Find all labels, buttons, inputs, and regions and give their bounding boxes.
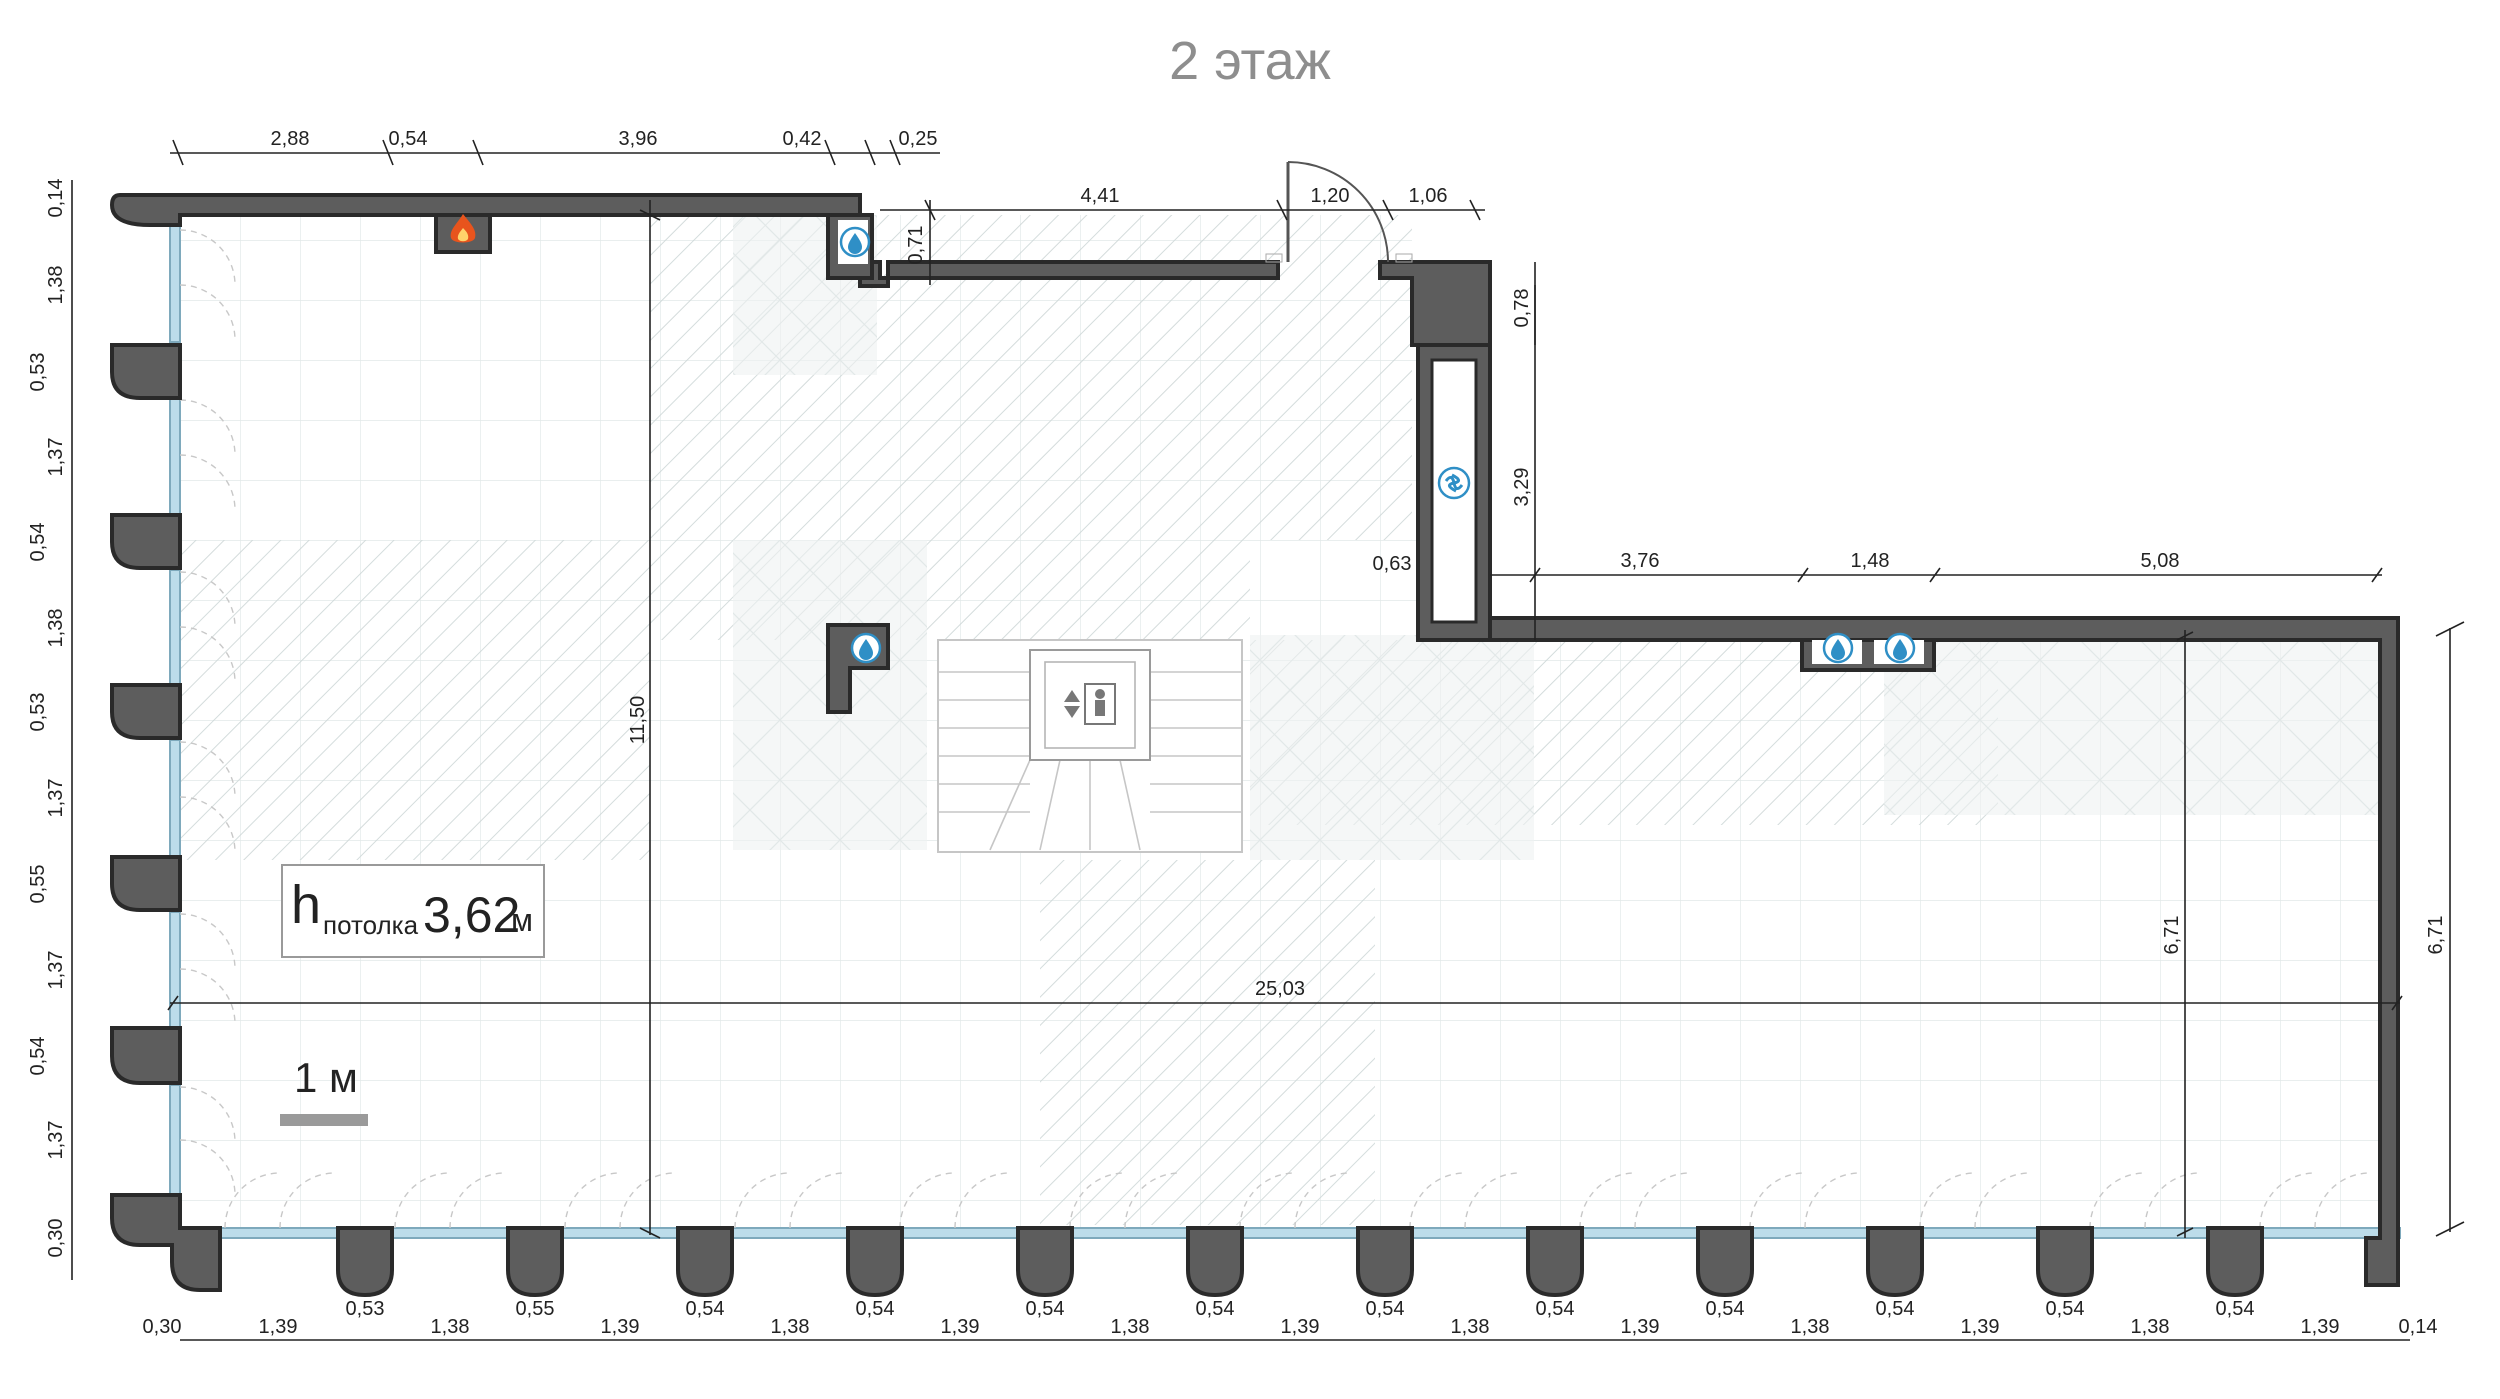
dim-left-6: 0,53	[27, 693, 49, 732]
dim-bottom-26: 0,14	[2399, 1316, 2438, 1338]
ceiling-subscript: потолка	[323, 910, 419, 940]
dim-top-3: 0,42	[783, 128, 822, 150]
dim-left-5: 1,38	[45, 609, 67, 648]
elevator-icon	[1064, 683, 1116, 725]
dimensions-inner: 11,50 25,03 6,71 6,71 3,29 0,63 3,76 1,4…	[167, 200, 2465, 1239]
scale-bar	[280, 1114, 368, 1126]
dim-bottom-23: 1,38	[2131, 1316, 2170, 1338]
dim-left-0: 0,14	[45, 179, 67, 218]
dim-bottom-8: 0,54	[856, 1298, 895, 1320]
dim-top-2: 3,96	[619, 128, 658, 150]
dim-bottom-22: 0,54	[2046, 1298, 2085, 1320]
water-icon	[1884, 632, 1916, 664]
water-icon	[850, 632, 882, 664]
dim-height-right-outer: 6,71	[2425, 916, 2447, 955]
dim-top-8: 0,71	[905, 226, 927, 265]
dim-left-8: 0,55	[27, 865, 49, 904]
dim-left-10: 0,54	[27, 1037, 49, 1076]
dim-bottom-19: 1,38	[1791, 1316, 1830, 1338]
dim-bottom-1: 1,39	[259, 1316, 298, 1338]
dim-bottom-5: 1,39	[601, 1316, 640, 1338]
dim-d1: 3,76	[1621, 550, 1660, 572]
dim-left-4: 0,54	[27, 523, 49, 562]
scale-label: 1 м	[294, 1054, 358, 1101]
dim-bottom-21: 1,39	[1961, 1316, 2000, 1338]
floor-area	[180, 215, 2398, 1228]
dim-shaft-width: 0,63	[1373, 553, 1412, 575]
ceiling-value: 3,62	[423, 887, 521, 943]
dim-bottom-12: 0,54	[1196, 1298, 1235, 1320]
dim-bottom-4: 0,55	[516, 1298, 555, 1320]
dim-bottom-11: 1,38	[1111, 1316, 1150, 1338]
dim-bottom-14: 0,54	[1366, 1298, 1405, 1320]
dim-top-9: 0,78	[1511, 289, 1533, 328]
dim-top-1: 0,54	[389, 128, 428, 150]
dim-bottom-15: 1,38	[1451, 1316, 1490, 1338]
ceiling-h-symbol: h	[291, 875, 322, 935]
dim-left-3: 1,37	[45, 438, 67, 477]
ceiling-height-label: h потолка 3,62 м	[281, 864, 545, 958]
dim-bottom-20: 0,54	[1876, 1298, 1915, 1320]
dim-bottom-13: 1,39	[1281, 1316, 1320, 1338]
dim-width-total: 25,03	[1255, 978, 1305, 1000]
fire-icon	[450, 214, 476, 243]
dim-top-6: 1,20	[1311, 185, 1350, 207]
dim-bottom-24: 0,54	[2216, 1298, 2255, 1320]
dim-height-left: 11,50	[627, 696, 649, 745]
dim-height-right: 6,71	[2161, 916, 2183, 955]
dim-left-7: 1,37	[45, 779, 67, 818]
dim-left-11: 1,37	[45, 1121, 67, 1160]
dim-shaft-height: 3,29	[1511, 468, 1533, 507]
dimensions-bottom: 0,30 1,39 0,53 1,38 0,55 1,39 0,54 1,38 …	[143, 1298, 2438, 1341]
dim-bottom-3: 1,38	[431, 1316, 470, 1338]
dim-bottom-10: 0,54	[1026, 1298, 1065, 1320]
staircase	[937, 639, 1243, 853]
water-icon	[839, 226, 871, 258]
dim-left-2: 0,53	[27, 353, 49, 392]
dim-bottom-17: 1,39	[1621, 1316, 1660, 1338]
dim-d3: 5,08	[2141, 550, 2180, 572]
walls	[109, 193, 2400, 1298]
dim-top-0: 2,88	[271, 128, 310, 150]
dim-left-1: 1,38	[45, 266, 67, 305]
dim-bottom-0: 0,30	[143, 1316, 182, 1338]
dim-bottom-7: 1,38	[771, 1316, 810, 1338]
dim-top-5: 4,41	[1081, 185, 1120, 207]
dim-top-7: 1,06	[1409, 185, 1448, 207]
dim-bottom-16: 0,54	[1536, 1298, 1575, 1320]
dimensions-top: 2,88 0,54 3,96 0,42 0,25 4,41 1,20 1,06 …	[170, 128, 1536, 345]
water-icon	[1822, 632, 1854, 664]
dim-bottom-25: 1,39	[2301, 1316, 2340, 1338]
dim-bottom-2: 0,53	[346, 1298, 385, 1320]
dim-bottom-6: 0,54	[686, 1298, 725, 1320]
dim-top-4: 0,25	[899, 128, 938, 150]
ventilation-icon	[1437, 466, 1471, 500]
floor-title: 2 этаж	[1169, 31, 1331, 91]
dim-bottom-9: 1,39	[941, 1316, 980, 1338]
entrance-door	[1265, 161, 1413, 263]
dim-left-9: 1,37	[45, 951, 67, 990]
dim-bottom-18: 0,54	[1706, 1298, 1745, 1320]
dim-d2: 1,48	[1851, 550, 1890, 572]
dimensions-left: 0,14 1,38 0,53 1,37 0,54 1,38 0,53 1,37 …	[27, 179, 73, 1280]
ceiling-unit: м	[511, 902, 533, 938]
dim-left-12: 0,30	[45, 1219, 67, 1258]
